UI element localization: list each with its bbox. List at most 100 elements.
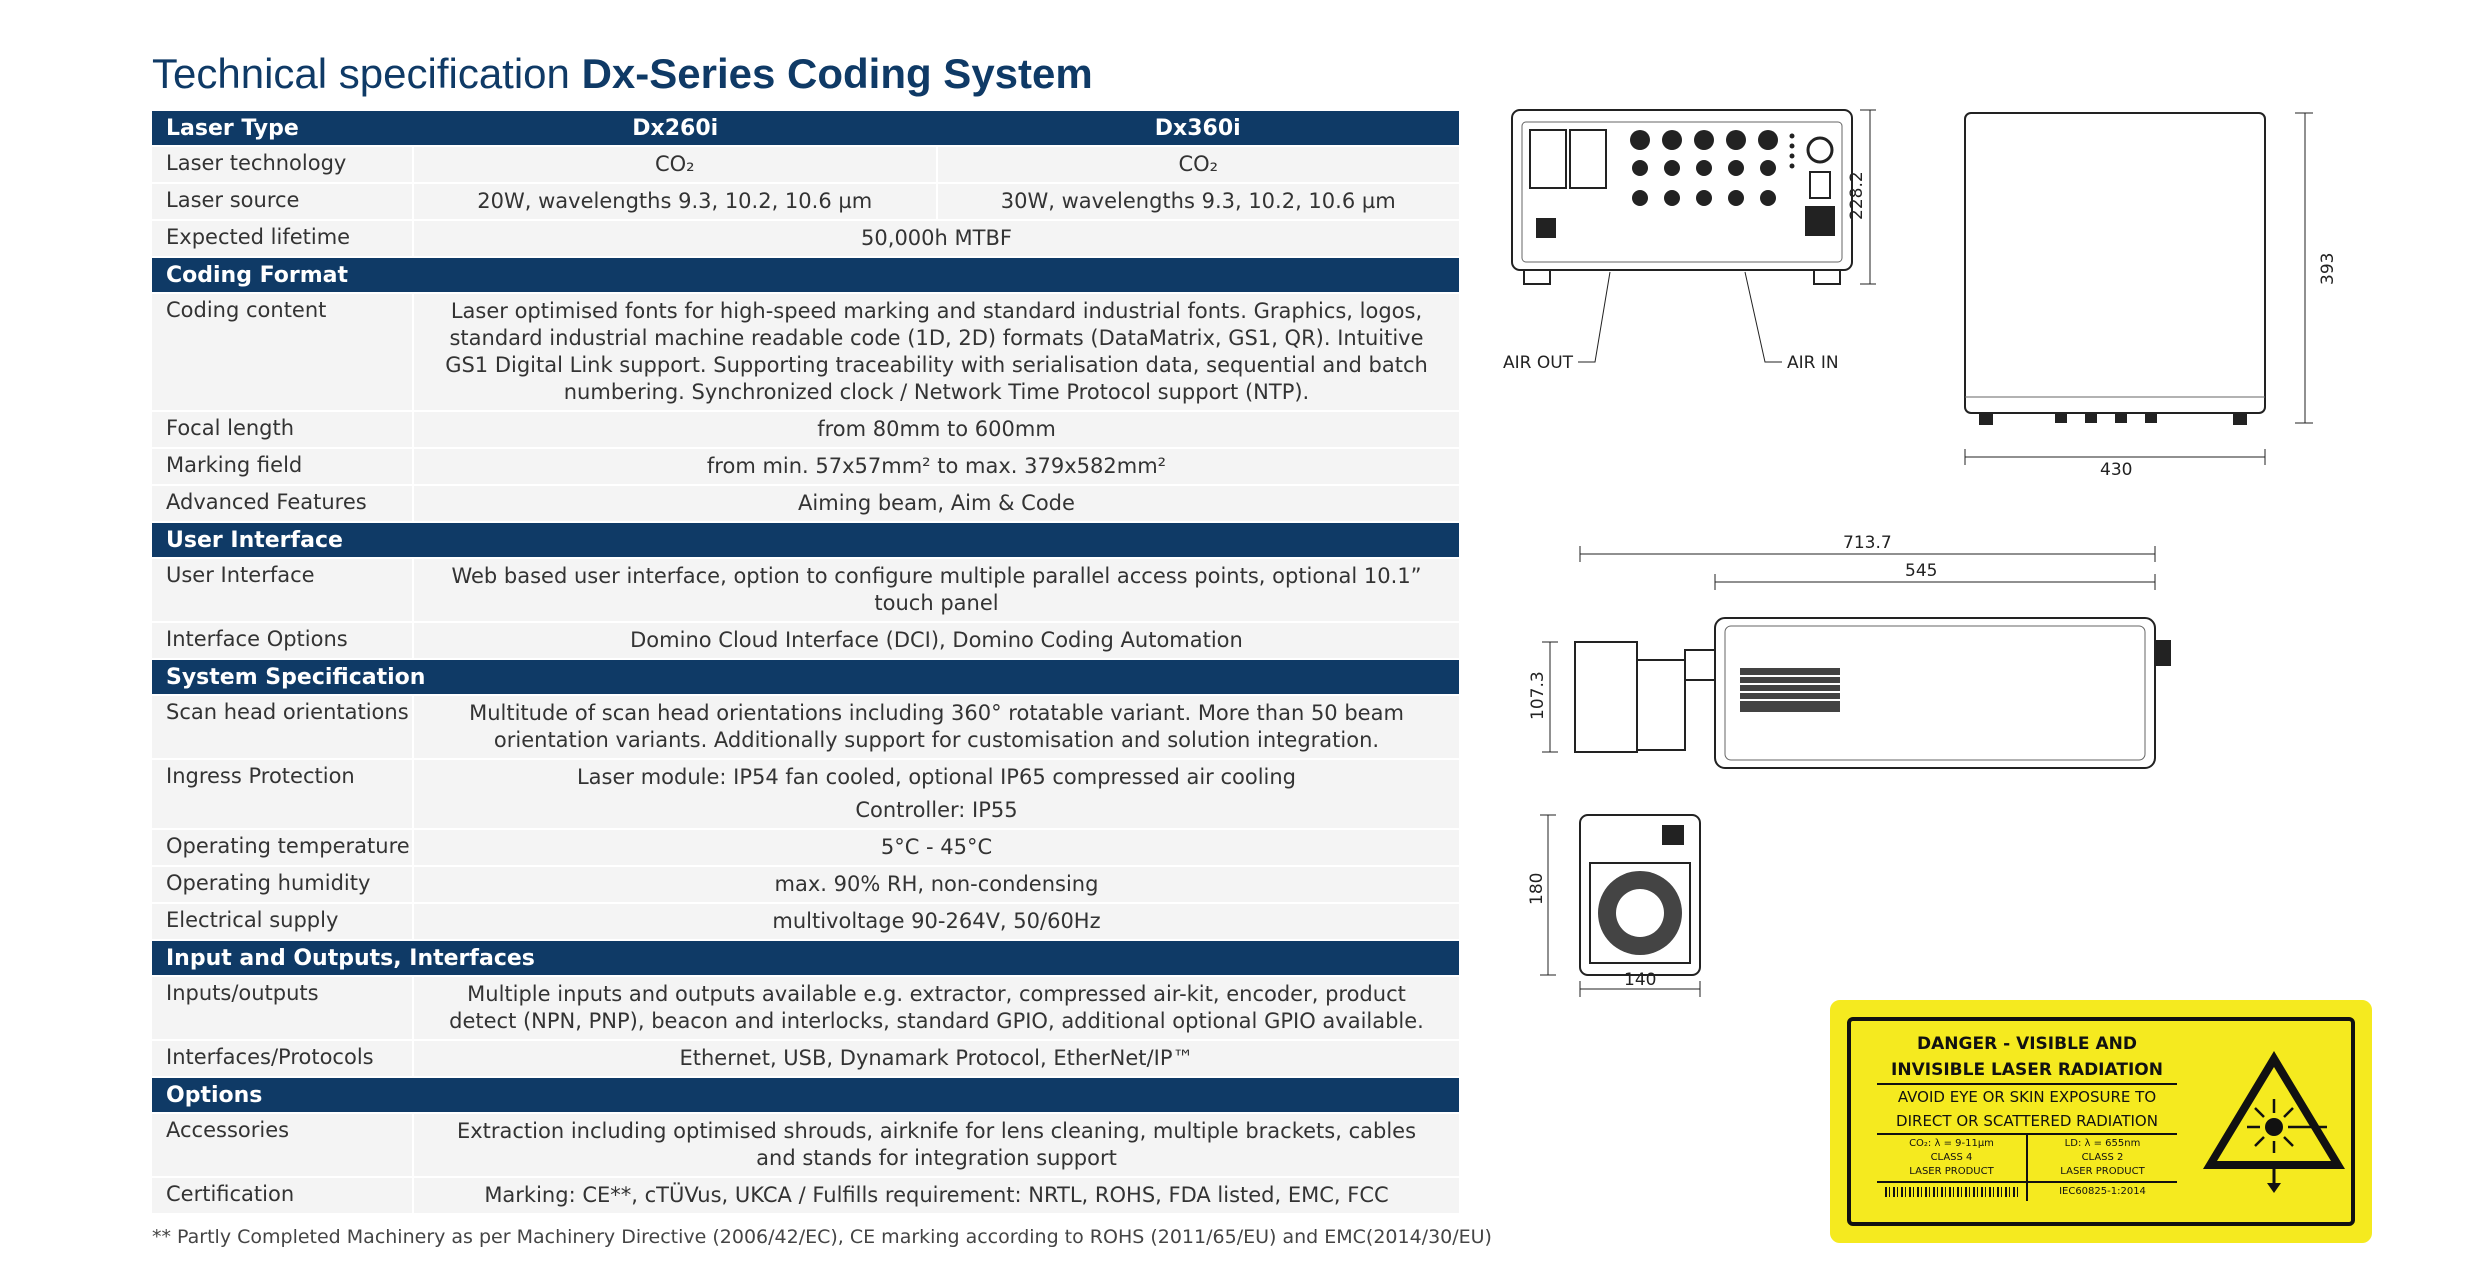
dim-side-width: 430 bbox=[2100, 460, 2132, 480]
table-row: Operating temperature 5°C - 45°C bbox=[152, 830, 1459, 867]
row-value: Multitude of scan head orientations incl… bbox=[414, 696, 1459, 758]
title-light: Technical specification bbox=[152, 50, 570, 97]
row-value-text: Domino Cloud Interface (DCI), Domino Cod… bbox=[630, 628, 1243, 652]
row-value: Laser module: IP54 fan cooled, optional … bbox=[414, 760, 1459, 828]
air-in-label: AIR IN bbox=[1787, 353, 1839, 373]
warning-class-table: CO₂: λ = 9-11µm CLASS 4 LASER PRODUCT LD… bbox=[1877, 1133, 2177, 1181]
left-spec: CO₂: λ = 9-11µm bbox=[1909, 1138, 1994, 1149]
barcode-icon bbox=[1885, 1187, 2018, 1197]
left-product: LASER PRODUCT bbox=[1909, 1166, 1994, 1177]
row-label: Certification bbox=[152, 1178, 414, 1213]
laser-module-drawing: 713.7 545 107.3 bbox=[1528, 533, 2171, 769]
row-label: Expected lifetime bbox=[152, 221, 414, 256]
row-value: Web based user interface, option to conf… bbox=[414, 559, 1459, 621]
row-value-text: from min. 57x57mm² to max. 379x582mm² bbox=[706, 454, 1167, 478]
row-value-text-2: Controller: IP55 bbox=[855, 798, 1018, 822]
row-value: Multiple inputs and outputs available e.… bbox=[414, 977, 1459, 1039]
section-header: Coding Format bbox=[152, 258, 1459, 294]
warning-label-border bbox=[1847, 1017, 2355, 1226]
left-class: CLASS 4 bbox=[1930, 1152, 1973, 1163]
table-row: Laser technology CO₂ CO₂ bbox=[152, 147, 1459, 184]
section-header: System Specification bbox=[152, 660, 1459, 696]
row-label: Electrical supply bbox=[152, 904, 414, 939]
row-label: Interfaces/Protocols bbox=[152, 1041, 414, 1076]
controller-side-drawing: 393 430 bbox=[1964, 112, 2338, 480]
page-title: Technical specification Dx-Series Coding… bbox=[152, 50, 1093, 98]
warning-text-block: DANGER - VISIBLE AND INVISIBLE LASER RAD… bbox=[1877, 1031, 2177, 1201]
spec-table: Laser Type Dx260i Dx360i Laser technolog… bbox=[152, 111, 1459, 1215]
row-label: User Interface bbox=[152, 559, 414, 621]
row-label: Laser technology bbox=[152, 147, 414, 182]
dim-laser-height: 107.3 bbox=[1528, 671, 1548, 720]
row-value-text: Laser optimised fonts for high-speed mar… bbox=[445, 299, 1428, 404]
title-bold: Dx-Series Coding System bbox=[581, 50, 1093, 97]
laser-warning-label: DANGER - VISIBLE AND INVISIBLE LASER RAD… bbox=[1830, 1000, 2372, 1243]
table-row: Operating humidity max. 90% RH, non-conde… bbox=[152, 867, 1459, 904]
row-value-text: 50,000h MTBF bbox=[861, 226, 1012, 250]
row-value: 5°C - 45°C bbox=[414, 830, 1459, 865]
row-value-dx260i: CO₂ bbox=[654, 152, 695, 176]
row-value-text: multivoltage 90-264V, 50/60Hz bbox=[772, 909, 1101, 933]
row-label: Coding content bbox=[152, 294, 414, 410]
table-row: User Interface Web based user interface, … bbox=[152, 559, 1459, 623]
row-label: Scan head orientations bbox=[152, 696, 414, 758]
row-label: Operating temperature bbox=[152, 830, 414, 865]
table-row: Focal length from 80mm to 600mm bbox=[152, 412, 1459, 449]
laser-hazard-icon bbox=[2203, 1051, 2345, 1193]
controller-front-drawing: 228.2 AIR OUT AIR IN bbox=[1503, 109, 1876, 373]
row-value: Laser optimised fonts for high-speed mar… bbox=[414, 294, 1459, 410]
row-value: 50,000h MTBF bbox=[414, 221, 1459, 256]
warning-line-4: DIRECT OR SCATTERED RADIATION bbox=[1896, 1112, 2158, 1130]
section-title: Input and Outputs, Interfaces bbox=[166, 945, 535, 971]
row-label: Operating humidity bbox=[152, 867, 414, 902]
dim-controller-height: 228.2 bbox=[1847, 171, 1867, 220]
row-value: max. 90% RH, non-condensing bbox=[414, 867, 1459, 902]
row-value: from 80mm to 600mm bbox=[414, 412, 1459, 447]
row-value: Domino Cloud Interface (DCI), Domino Cod… bbox=[414, 623, 1459, 658]
header-dx360i: Dx360i bbox=[1154, 115, 1241, 141]
right-spec: LD: λ = 655nm bbox=[2064, 1138, 2141, 1149]
section-title: User Interface bbox=[166, 527, 343, 553]
row-value-text: Multitude of scan head orientations incl… bbox=[469, 701, 1404, 752]
row-value: Extraction including optimised shrouds, … bbox=[414, 1114, 1459, 1176]
laser-end-drawing: 180 140 bbox=[1527, 814, 1701, 997]
row-value-text: Aiming beam, Aim & Code bbox=[798, 491, 1075, 515]
row-value-text: max. 90% RH, non-condensing bbox=[774, 872, 1099, 896]
row-value: Aiming beam, Aim & Code bbox=[414, 486, 1459, 521]
table-row: Expected lifetime 50,000h MTBF bbox=[152, 221, 1459, 258]
right-product: LASER PRODUCT bbox=[2060, 1166, 2145, 1177]
right-class: CLASS 2 bbox=[2081, 1152, 2124, 1163]
table-row: Electrical supply multivoltage 90-264V, 5… bbox=[152, 904, 1459, 941]
footnote: ** Partly Completed Machinery as per Mac… bbox=[152, 1226, 1492, 1248]
row-label: Focal length bbox=[152, 412, 414, 447]
header-dx260i: Dx260i bbox=[632, 115, 719, 141]
row-label: Marking field bbox=[152, 449, 414, 484]
table-row: Scan head orientations Multitude of scan … bbox=[152, 696, 1459, 760]
row-label: Inputs/outputs bbox=[152, 977, 414, 1039]
warning-line-1: DANGER - VISIBLE AND bbox=[1917, 1034, 2137, 1054]
row-label: Ingress Protection bbox=[152, 760, 414, 828]
row-value: multivoltage 90-264V, 50/60Hz bbox=[414, 904, 1459, 939]
row-label: Accessories bbox=[152, 1114, 414, 1176]
table-row: Marking field from min. 57x57mm² to max. … bbox=[152, 449, 1459, 486]
row-value-text: Web based user interface, option to conf… bbox=[451, 564, 1422, 615]
section-title: Coding Format bbox=[166, 262, 349, 288]
dim-side-height: 393 bbox=[2318, 253, 2338, 285]
row-value-dx360i: CO₂ bbox=[935, 147, 1460, 182]
section-header: Input and Outputs, Interfaces bbox=[152, 941, 1459, 977]
row-value-text: 5°C - 45°C bbox=[880, 835, 993, 859]
row-value-text: from 80mm to 600mm bbox=[817, 417, 1056, 441]
row-value-dx360i: 30W, wavelengths 9.3, 10.2, 10.6 µm bbox=[935, 184, 1460, 219]
standard-ref: IEC60825-1:2014 bbox=[2026, 1183, 2177, 1201]
row-value-dx260i: 20W, wavelengths 9.3, 10.2, 10.6 µm bbox=[477, 189, 873, 213]
section-title: System Specification bbox=[166, 664, 426, 690]
row-value: Marking: CE**, cTÜVus, UKCA / Fulfills r… bbox=[414, 1178, 1459, 1213]
warning-line-2: INVISIBLE LASER RADIATION bbox=[1891, 1060, 2163, 1080]
